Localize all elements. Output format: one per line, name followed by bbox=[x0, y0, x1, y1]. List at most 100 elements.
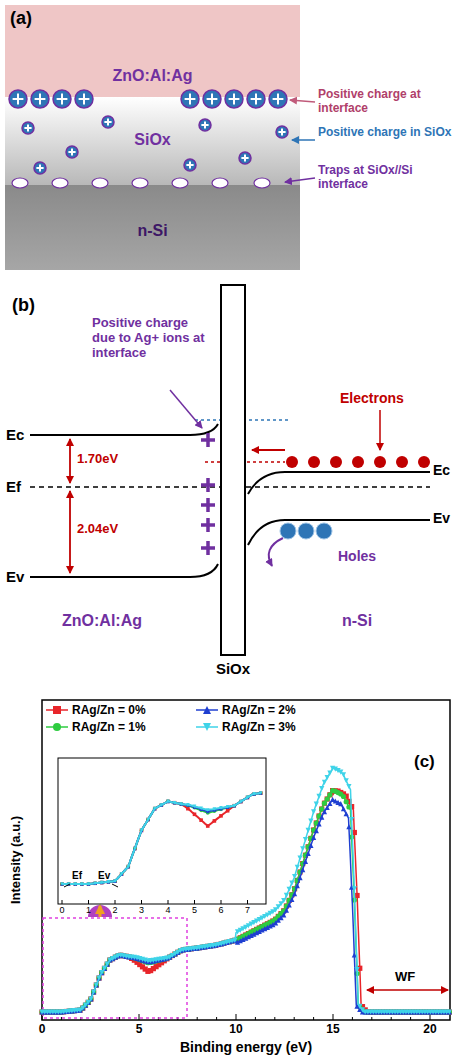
figure-label: Ef bbox=[72, 870, 82, 882]
spectrum-line bbox=[42, 790, 449, 1012]
axis-ticks bbox=[42, 1014, 430, 1020]
electron bbox=[286, 456, 298, 468]
figure-label: 2 bbox=[112, 905, 117, 915]
figure-label: Ec bbox=[433, 462, 450, 478]
data-marker bbox=[316, 821, 321, 826]
gap-arrow bbox=[69, 491, 71, 573]
data-marker bbox=[325, 775, 330, 780]
positive-charge bbox=[247, 90, 265, 108]
layer-band: n-Si bbox=[5, 192, 300, 270]
data-marker bbox=[349, 817, 354, 822]
figure-label: (a) bbox=[10, 8, 32, 29]
data-marker bbox=[102, 966, 107, 971]
data-marker bbox=[287, 902, 292, 907]
figure-label: (c) bbox=[414, 752, 435, 772]
data-marker bbox=[80, 882, 84, 886]
legend-item: RAg/Zn = 1% bbox=[46, 720, 146, 734]
tick bbox=[391, 1017, 392, 1020]
plus-sign bbox=[57, 94, 68, 105]
tick bbox=[255, 1017, 256, 1020]
figure-label: n-Si bbox=[342, 612, 372, 630]
data-marker bbox=[186, 807, 190, 811]
trap bbox=[212, 178, 228, 188]
tick bbox=[294, 1017, 295, 1020]
data-marker bbox=[96, 975, 101, 980]
data-marker bbox=[219, 814, 223, 818]
tick bbox=[119, 1017, 120, 1020]
data-marker bbox=[203, 723, 211, 731]
leader-line bbox=[379, 410, 381, 450]
data-marker bbox=[344, 778, 349, 783]
leader-line bbox=[290, 100, 315, 102]
positive-charge bbox=[34, 162, 46, 174]
leader-line bbox=[292, 139, 315, 141]
plus-sign bbox=[104, 118, 111, 125]
data-marker bbox=[94, 982, 99, 987]
inset-line bbox=[62, 793, 261, 884]
figure-label: 1.70eV bbox=[77, 452, 118, 467]
data-marker bbox=[206, 808, 210, 812]
positive-charge bbox=[9, 90, 27, 108]
data-marker bbox=[120, 872, 124, 876]
data-marker bbox=[179, 802, 183, 806]
figure-label: WF bbox=[395, 970, 415, 985]
positive-charge bbox=[199, 119, 211, 131]
charge-symbols bbox=[9, 90, 288, 188]
tick bbox=[216, 1017, 217, 1020]
figure-label: Positive charge in SiOx bbox=[318, 126, 453, 140]
positive-charge bbox=[181, 90, 199, 108]
data-marker bbox=[259, 791, 263, 795]
data-marker bbox=[186, 803, 190, 807]
data-marker bbox=[160, 803, 164, 807]
plus-sign bbox=[241, 154, 248, 161]
tick bbox=[194, 900, 195, 904]
data-marker bbox=[287, 887, 292, 892]
positive-charge bbox=[22, 122, 34, 134]
data-marker bbox=[239, 800, 243, 804]
data-marker bbox=[300, 867, 305, 872]
figure-label: 7 bbox=[245, 905, 250, 915]
figure-label: Ev bbox=[98, 870, 110, 882]
data-marker bbox=[193, 812, 197, 816]
data-marker bbox=[246, 796, 250, 800]
data-marker bbox=[226, 809, 230, 813]
hole bbox=[280, 523, 296, 539]
data-marker bbox=[311, 835, 316, 840]
plus-sign bbox=[68, 148, 75, 155]
inset-line bbox=[62, 793, 261, 884]
tick bbox=[88, 900, 89, 904]
legend-text: RAg/Zn = 3% bbox=[222, 720, 296, 734]
data-marker bbox=[319, 815, 324, 820]
data-marker bbox=[226, 805, 230, 809]
data-marker bbox=[319, 786, 324, 791]
data-marker bbox=[284, 908, 289, 913]
plus-sign bbox=[79, 94, 90, 105]
figure-label: Traps at SiOx//Si interface bbox=[318, 164, 453, 192]
figure-label: 4 bbox=[165, 905, 170, 915]
zoom-marker bbox=[88, 905, 112, 917]
figure-label: SiOx bbox=[216, 660, 250, 677]
tick bbox=[352, 1017, 353, 1020]
plus-sign bbox=[24, 124, 31, 131]
data-marker bbox=[91, 989, 96, 994]
layer-label: ZnO:Al:Ag bbox=[113, 67, 193, 85]
data-marker bbox=[80, 1005, 85, 1010]
figure-label: 2.04eV bbox=[77, 522, 118, 537]
data-marker bbox=[93, 881, 97, 885]
figure-label: Ef bbox=[6, 478, 21, 495]
trap bbox=[52, 178, 68, 188]
legend-item: RAg/Zn = 0% bbox=[46, 703, 146, 717]
tick bbox=[61, 1017, 62, 1020]
data-marker bbox=[87, 882, 91, 886]
data-marker bbox=[166, 800, 170, 804]
tick bbox=[141, 900, 142, 904]
data-marker bbox=[94, 982, 99, 987]
figure-label: ZnO:Al:Ag bbox=[62, 612, 142, 630]
electron bbox=[418, 456, 430, 468]
carrier-symbols bbox=[201, 433, 430, 555]
tick bbox=[410, 1017, 411, 1020]
figure-label: 5 bbox=[192, 905, 197, 915]
data-marker bbox=[88, 996, 93, 1001]
hole bbox=[298, 523, 314, 539]
